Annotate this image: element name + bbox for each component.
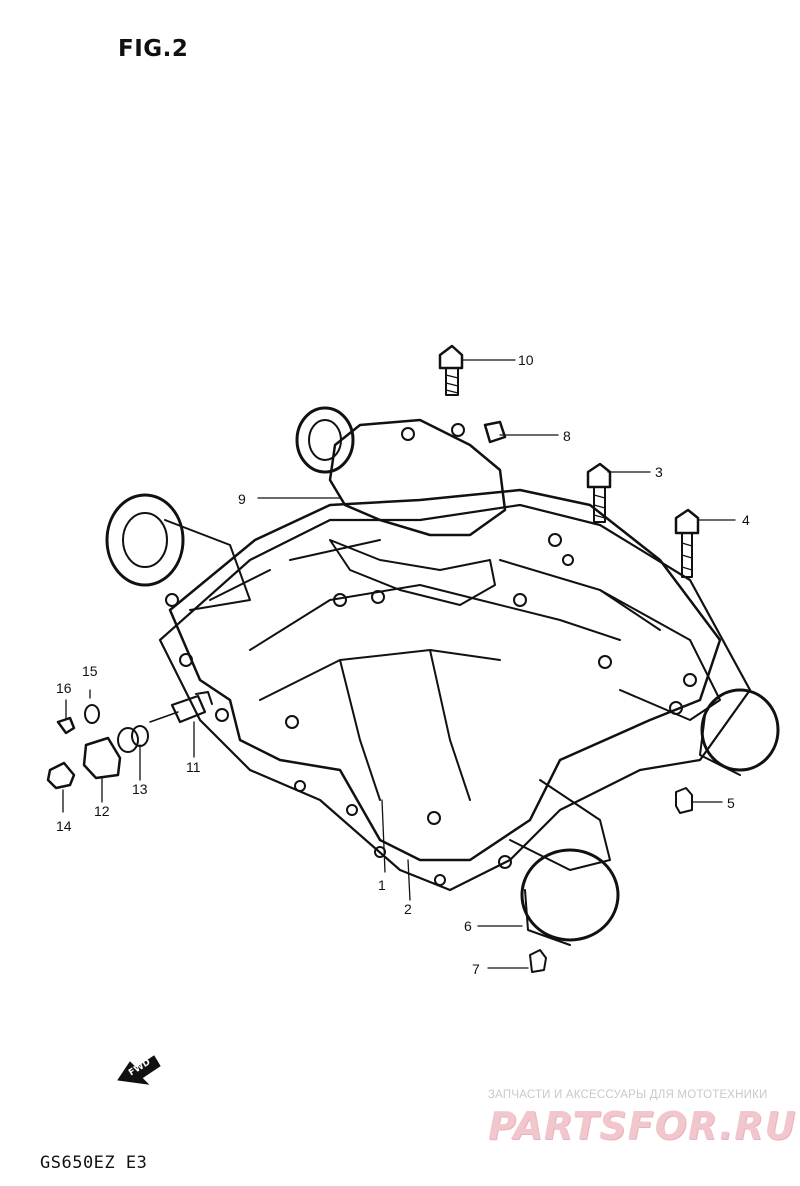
cylinder-head-cover (168, 488, 722, 862)
callout-labels: 1 2 3 4 5 6 7 8 9 10 11 12 13 14 15 16 (56, 352, 750, 977)
dowel-pin-5 (675, 787, 693, 814)
callout-11: 11 (186, 759, 201, 775)
callout-12: 12 (94, 803, 110, 819)
watermark-tagline: ЗАПЧАСТИ И АКСЕССУАРЫ ДЛЯ МОТОТЕХНИКИ (488, 1089, 768, 1101)
plug-14 (46, 761, 76, 790)
screw-16 (56, 716, 76, 735)
plug-12 (82, 727, 139, 780)
bolt-3 (586, 462, 612, 523)
callout-6: 6 (464, 918, 472, 934)
bolt-4 (674, 508, 700, 578)
bolt-7 (529, 949, 547, 973)
cam-end-cap-front (520, 848, 620, 942)
cam-end-left-rear (295, 406, 355, 474)
washer-15 (84, 704, 100, 724)
leader-lines (62, 359, 736, 969)
washer-13 (131, 725, 149, 747)
callout-13: 13 (132, 781, 148, 797)
watermark-logo: PARTSFOR.RU (488, 1104, 797, 1148)
callout-3: 3 (655, 464, 663, 480)
model-code: GS650EZ E3 (40, 1153, 148, 1173)
callout-2: 2 (404, 901, 412, 917)
callout-14: 14 (56, 818, 72, 834)
callout-16: 16 (56, 680, 72, 696)
callout-15: 15 (82, 663, 98, 679)
callout-10: 10 (518, 352, 534, 368)
sensor-11 (149, 691, 213, 724)
breather-cover (328, 418, 507, 537)
callout-1: 1 (378, 877, 386, 893)
callout-9: 9 (238, 491, 246, 507)
callout-8: 8 (563, 428, 571, 444)
callout-7: 7 (472, 961, 480, 977)
fwd-arrow-icon (117, 1055, 161, 1085)
cam-end-left-front (105, 493, 185, 587)
bolt-10 (438, 344, 464, 396)
callout-4: 4 (742, 512, 750, 528)
figure-title: FIG.2 (118, 36, 189, 62)
breather-union-8 (483, 420, 507, 444)
head-cover-gasket (158, 503, 752, 892)
cam-end-cap-rear (700, 688, 780, 772)
callout-5: 5 (727, 795, 735, 811)
